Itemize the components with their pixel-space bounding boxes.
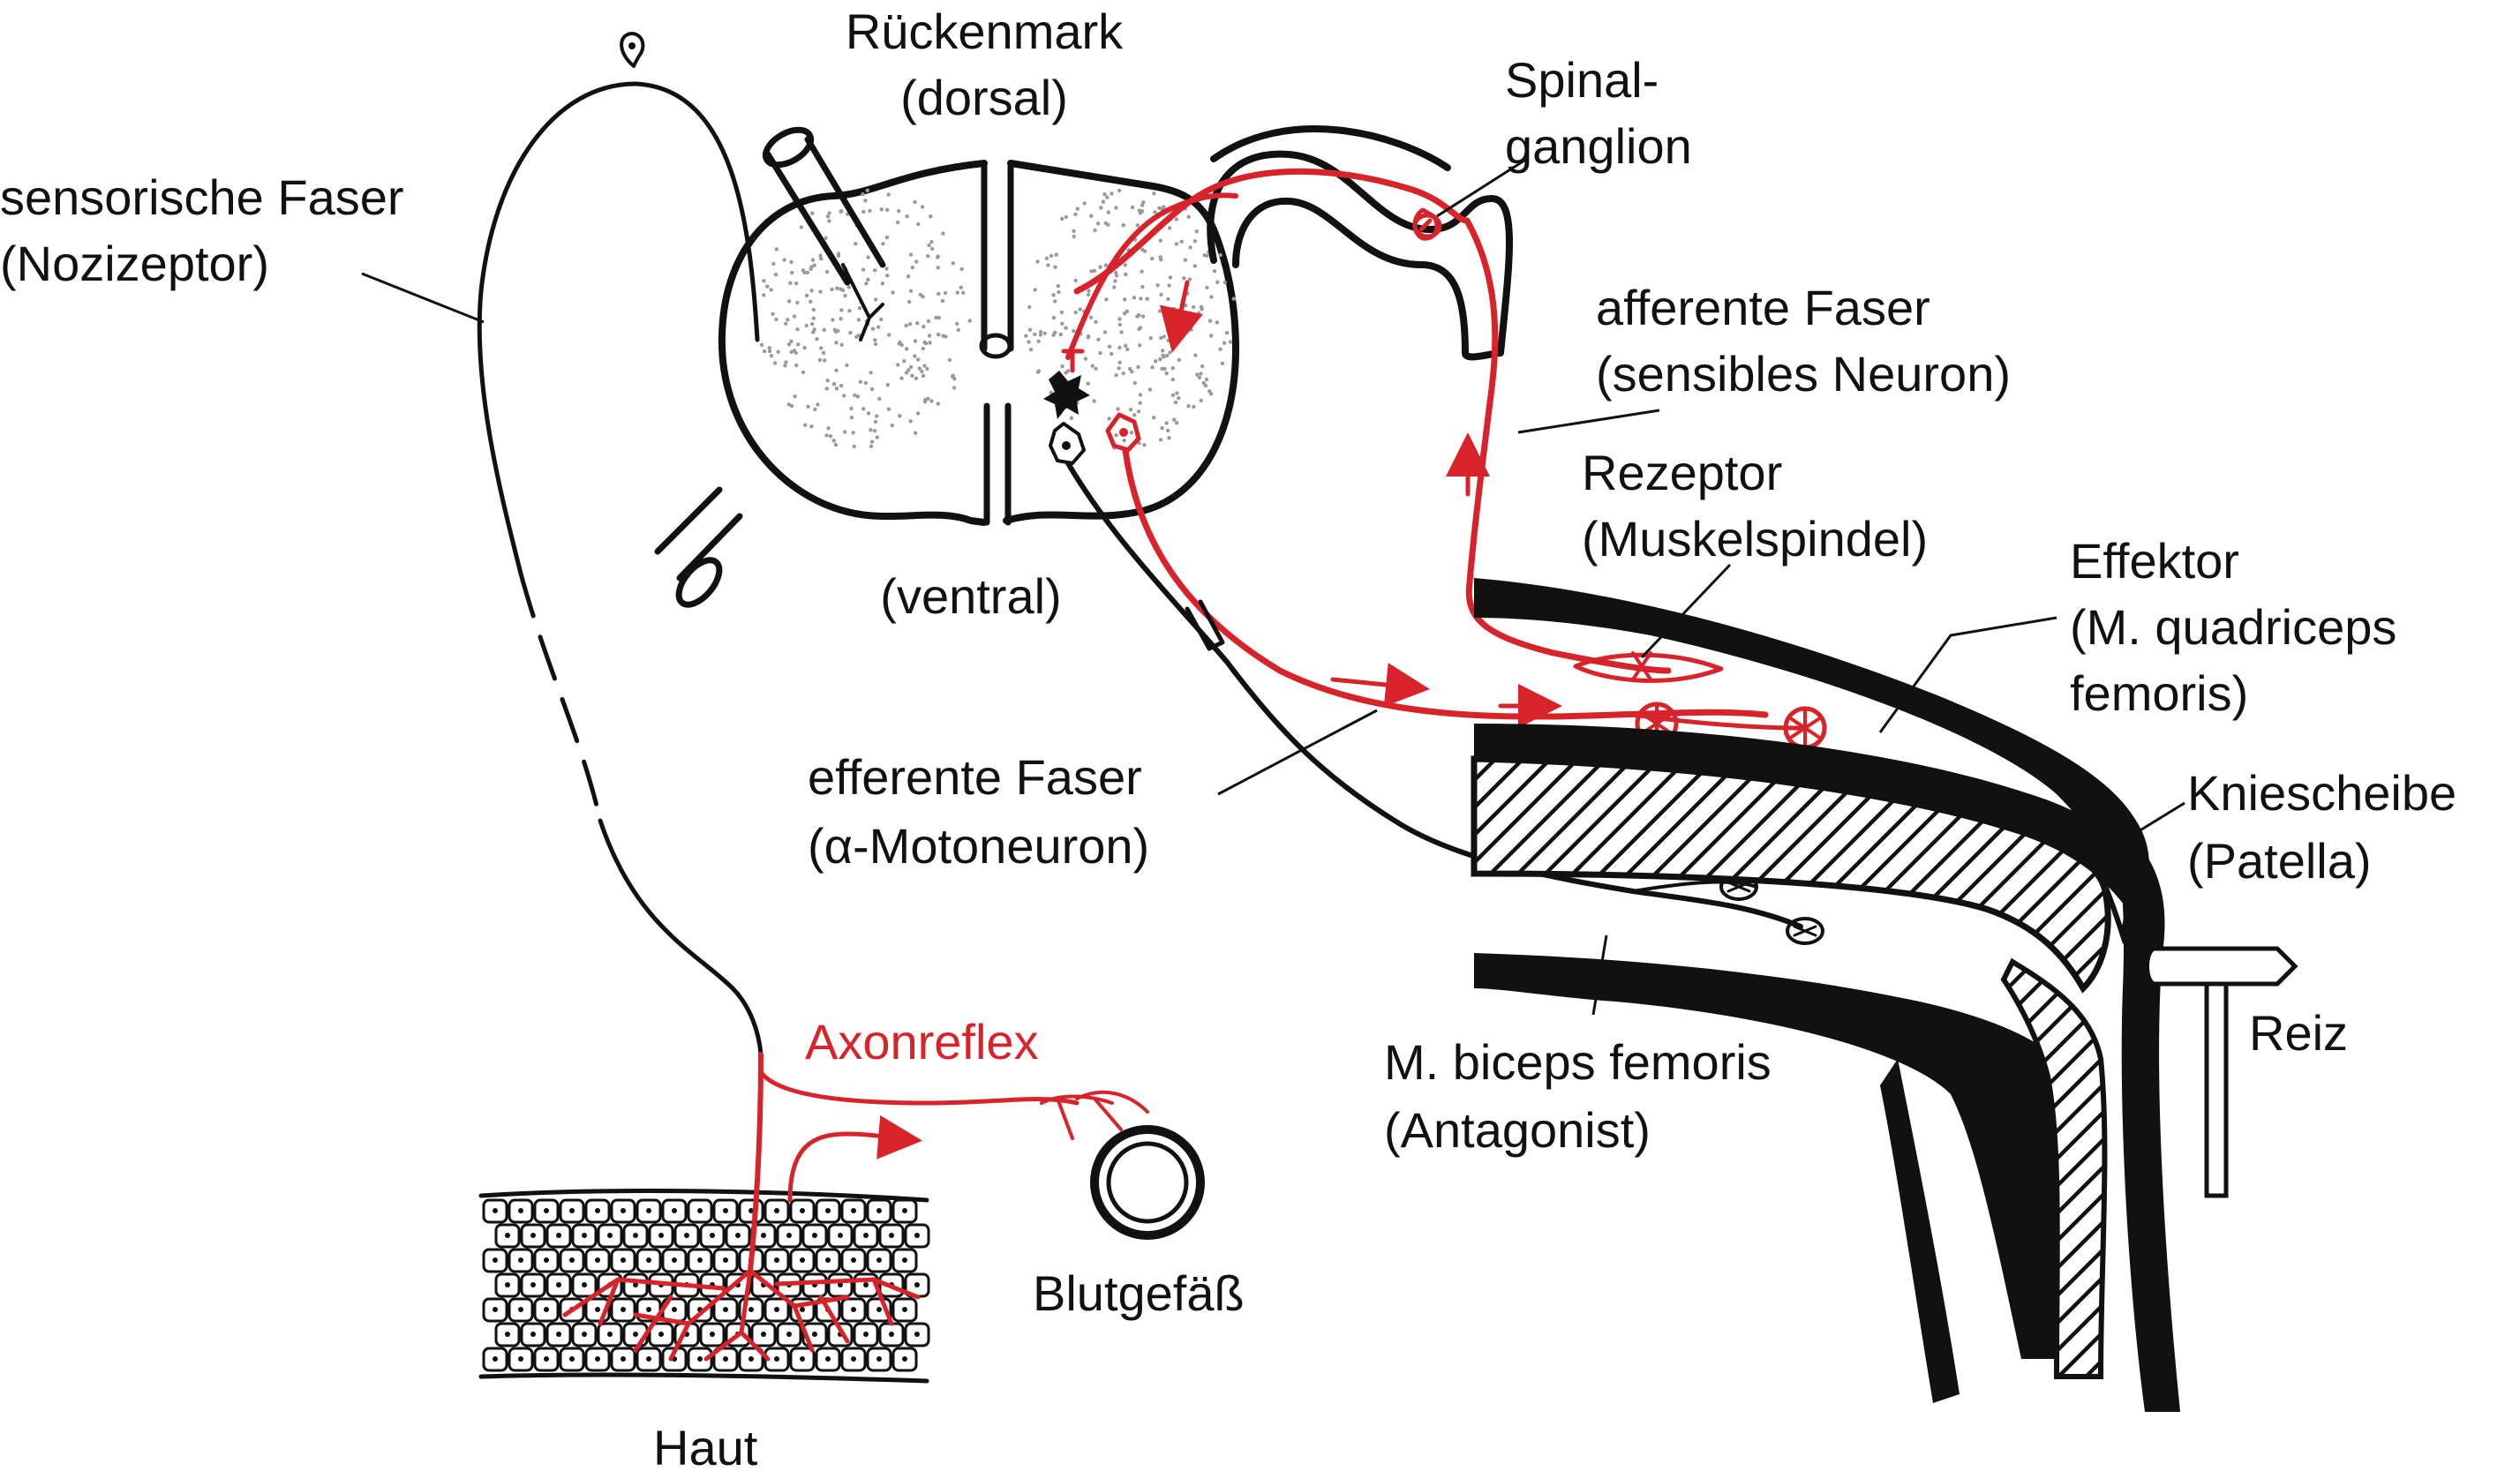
blood-vessel bbox=[1090, 1125, 1205, 1240]
label-axonreflex: Axonreflex bbox=[805, 1014, 1039, 1069]
leg bbox=[1471, 578, 2180, 1412]
label-biceps-2: (Antagonist) bbox=[1384, 1102, 1651, 1158]
label-afferent-1: afferente Faser bbox=[1596, 280, 1930, 335]
label-haut: Haut bbox=[653, 1420, 758, 1471]
nociceptor-fiber bbox=[477, 32, 764, 1057]
leader-lines bbox=[361, 157, 2185, 1016]
label-sensor-2: (Nozizeptor) bbox=[0, 236, 269, 291]
labels: Rückenmark (dorsal) (ventral) Spinal- ga… bbox=[0, 4, 2456, 1471]
grey-matter-dots bbox=[759, 188, 1237, 450]
label-biceps-1: M. biceps femoris bbox=[1384, 1034, 1772, 1090]
label-effektor-2: (M. quadriceps bbox=[2070, 599, 2396, 655]
label-knie-2: (Patella) bbox=[2187, 833, 2372, 889]
label-blutgefaess: Blutgefäß bbox=[1033, 1265, 1245, 1321]
label-rueckenmark: Rückenmark bbox=[846, 4, 1124, 59]
muscle-spindle bbox=[1573, 651, 1724, 683]
label-efferent-1: efferente Faser bbox=[808, 749, 1142, 805]
axon-reflex-branches bbox=[562, 1052, 1149, 1362]
end-plates-black bbox=[1719, 873, 1824, 945]
label-spinal-1: Spinal- bbox=[1505, 52, 1659, 108]
skin-tissue bbox=[478, 1189, 930, 1384]
reflex-hammer bbox=[2145, 946, 2298, 1198]
label-reiz: Reiz bbox=[2249, 1005, 2348, 1061]
label-effektor-1: Effektor bbox=[2070, 533, 2239, 589]
label-rezeptor-2: (Muskelspindel) bbox=[1582, 511, 1928, 567]
label-ventral: (ventral) bbox=[880, 568, 1061, 624]
label-sensor-1: sensorische Faser bbox=[0, 169, 404, 225]
label-efferent-2: (α-Motoneuron) bbox=[808, 818, 1149, 874]
label-dorsal: (dorsal) bbox=[900, 70, 1068, 125]
label-spinal-2: ganglion bbox=[1505, 118, 1692, 174]
ventral-root-left bbox=[654, 486, 743, 608]
afferent-fiber bbox=[1061, 168, 1672, 674]
spinal-cord bbox=[718, 160, 1239, 526]
label-rezeptor-1: Rezeptor bbox=[1582, 445, 1782, 500]
label-effektor-3: femoris) bbox=[2070, 665, 2248, 721]
label-afferent-2: (sensibles Neuron) bbox=[1596, 346, 2011, 402]
dorsal-root-right bbox=[1207, 125, 1513, 361]
label-knie-1: Kniescheibe bbox=[2187, 765, 2456, 821]
dorsal-root-left bbox=[762, 126, 886, 341]
